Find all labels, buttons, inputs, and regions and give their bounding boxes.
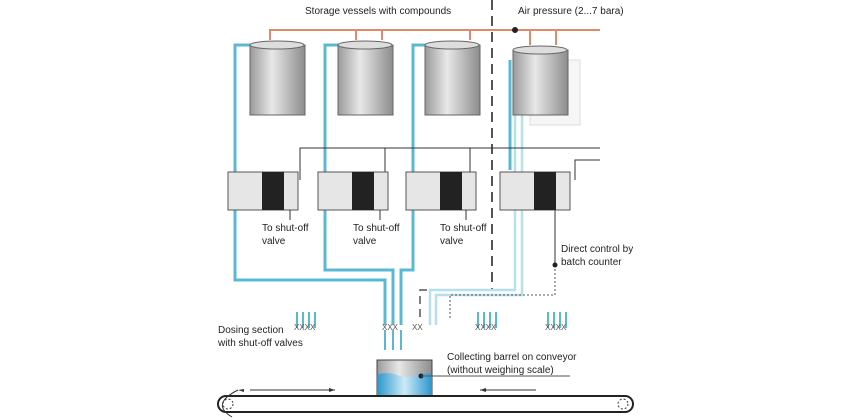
tank-1 <box>249 40 306 116</box>
compound-pipes <box>233 43 512 325</box>
conveyor-belt <box>217 388 634 418</box>
storage-vessels-label: Storage vessels with compounds <box>305 6 452 17</box>
tank-4 <box>512 45 569 116</box>
flow-controllers <box>227 171 571 211</box>
svg-text:XXXX: XXXX <box>475 323 497 332</box>
controller-3 <box>405 171 477 211</box>
shut-off-valves <box>296 312 567 350</box>
controller-1 <box>227 171 299 211</box>
air-connection-dot <box>512 27 518 33</box>
controller-2 <box>317 171 389 211</box>
air-pressure-lines <box>269 29 600 45</box>
storage-tanks <box>249 40 581 126</box>
svg-text:XXXX: XXXX <box>294 323 316 332</box>
tank-3 <box>424 40 481 116</box>
tank-2 <box>337 40 394 116</box>
collecting-barrel <box>376 359 570 397</box>
svg-text:XXX: XXX <box>382 323 399 332</box>
svg-text:XX: XX <box>412 323 423 332</box>
air-pressure-label: Air pressure (2...7 bara) <box>518 6 624 17</box>
controller-4 <box>499 171 571 211</box>
collecting-barrel-label: Collecting barrel on conveyor(without we… <box>447 352 577 376</box>
svg-text:XXXX: XXXX <box>545 323 567 332</box>
